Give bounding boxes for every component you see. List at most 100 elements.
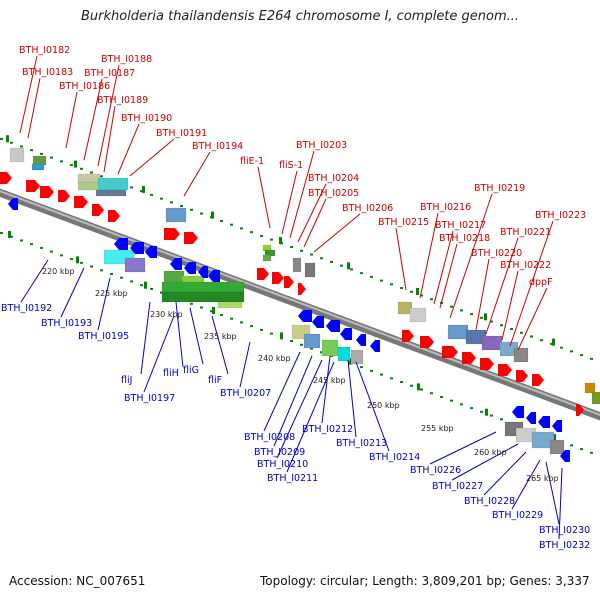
reverse-gene-arrow	[326, 320, 340, 332]
reverse-gene-label: BTH_I0214	[369, 452, 420, 463]
forward-gene-arrow	[257, 268, 269, 280]
upper-tick	[279, 236, 282, 244]
leader-line	[276, 359, 323, 459]
guide-dot	[540, 339, 543, 342]
reverse-gene-arrow	[184, 262, 196, 274]
forward-gene-arrow	[532, 374, 544, 386]
guide-dot	[260, 234, 263, 237]
forward-gene-label: BTH_I0203	[296, 140, 347, 151]
gene-block	[481, 335, 503, 351]
guide-dot	[270, 332, 273, 335]
guide-dot	[120, 276, 123, 279]
forward-gene-label: BTH_I0187	[84, 68, 135, 79]
leader-line	[419, 212, 439, 299]
reverse-gene-label: BTH_I0229	[492, 510, 543, 521]
leader-line	[117, 123, 140, 175]
forward-gene-arrow	[40, 186, 54, 198]
leader-line	[20, 259, 49, 303]
scale-label: 260 kbp	[474, 448, 507, 457]
guide-dot	[20, 239, 23, 242]
leader-line	[211, 315, 229, 375]
reverse-gene-arrow	[512, 406, 524, 418]
reverse-gene-arrow	[356, 334, 366, 346]
leader-line	[321, 355, 331, 424]
guide-dot	[400, 287, 403, 290]
reverse-gene-label: BTH_I0208	[244, 432, 295, 443]
forward-gene-label: BTH_I0218	[439, 233, 490, 244]
guide-dot	[470, 313, 473, 316]
guide-dot	[590, 357, 593, 360]
guide-dot	[260, 328, 263, 331]
guide-dot	[380, 279, 383, 282]
leader-line	[429, 431, 497, 465]
guide-dot	[580, 448, 583, 451]
scale-label: 250 kbp	[367, 401, 400, 410]
guide-dot	[500, 418, 503, 421]
forward-gene-label: BTH_I0219	[474, 183, 525, 194]
guide-dot	[80, 167, 83, 170]
reverse-gene-arrow	[198, 266, 208, 278]
upper-tick	[142, 185, 145, 193]
scale-label: 220 kbp	[42, 267, 75, 276]
guide-dot	[190, 208, 193, 211]
leader-line	[143, 315, 175, 393]
leader-line	[449, 193, 493, 319]
reverse-gene-label: BTH_I0227	[432, 481, 483, 492]
topology-text: Topology: circular; Length: 3,809,201 bp…	[260, 574, 590, 588]
guide-dot	[60, 160, 63, 163]
guide-dot	[100, 175, 103, 178]
lower-tick	[417, 383, 420, 391]
guide-dot	[0, 232, 3, 234]
gene-block	[31, 163, 45, 171]
lower-tick	[348, 357, 351, 365]
leader-line	[140, 301, 151, 375]
leader-line	[313, 213, 361, 253]
reverse-gene-arrow	[560, 450, 570, 462]
forward-gene-arrow	[58, 190, 70, 202]
forward-gene-arrow	[298, 283, 306, 295]
gene-block	[97, 177, 129, 191]
guide-dot	[220, 219, 223, 222]
leader-line	[451, 443, 519, 481]
guide-dot	[310, 347, 313, 350]
guide-dot	[350, 268, 353, 271]
forward-gene-label: BTH_I0182	[19, 45, 70, 56]
guide-dot	[450, 399, 453, 402]
gene-block	[549, 439, 565, 455]
leader-line	[97, 277, 111, 331]
lower-tick	[212, 306, 215, 314]
gene-block	[303, 333, 321, 349]
guide-dot	[110, 272, 113, 275]
reverse-gene-label: BTH_I0213	[336, 438, 387, 449]
forward-gene-arrow	[420, 336, 434, 348]
leader-line	[558, 467, 563, 540]
guide-dot	[520, 331, 523, 334]
guide-dot	[440, 395, 443, 398]
leader-line	[303, 198, 327, 248]
forward-gene-arrow	[92, 204, 104, 216]
guide-dot	[10, 235, 13, 238]
scale-label: 235 kbp	[204, 332, 237, 341]
guide-dot	[420, 388, 423, 391]
leader-line	[281, 170, 298, 235]
reverse-gene-arrow	[538, 416, 550, 428]
leader-line	[297, 183, 327, 243]
forward-gene-arrow	[108, 210, 120, 222]
gene-block	[350, 349, 364, 365]
forward-gene-arrow	[576, 404, 584, 416]
reverse-gene-arrow	[145, 246, 157, 258]
lower-tick	[144, 281, 147, 289]
guide-dot	[150, 287, 153, 290]
guide-dot	[70, 258, 73, 261]
forward-gene-label: BTH_I0217	[435, 220, 486, 231]
leader-line	[517, 287, 548, 351]
upper-dotted-guide	[0, 135, 593, 360]
reverse-gene-arrow	[130, 242, 144, 254]
gene-block	[409, 307, 427, 323]
guide-dot	[430, 298, 433, 301]
scale-label: 255 kbp	[421, 424, 454, 433]
guide-dot	[220, 313, 223, 316]
chromosome-backbone-highlight	[0, 190, 600, 416]
leader-line	[273, 355, 313, 447]
